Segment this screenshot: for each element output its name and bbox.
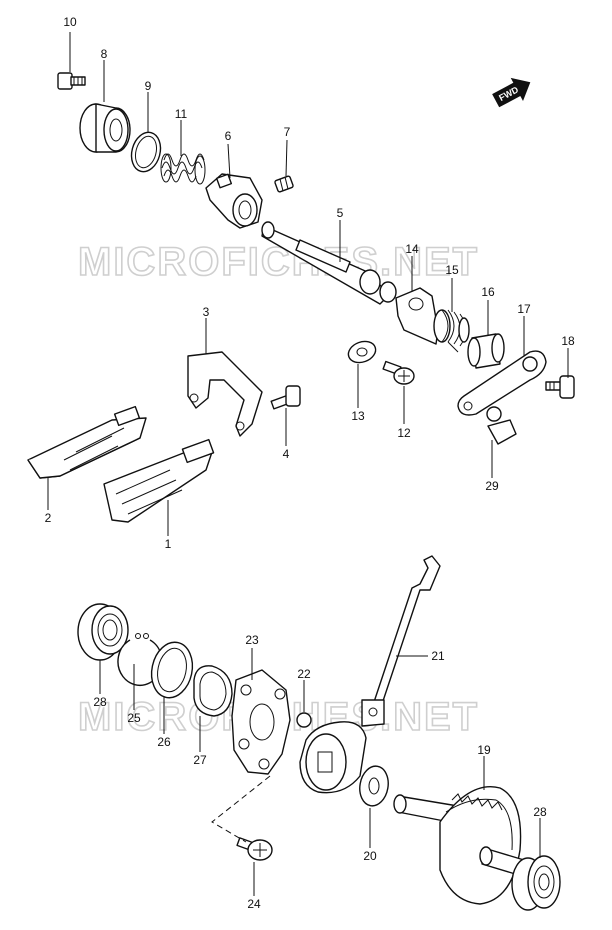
callout-3: 3: [203, 305, 210, 319]
callout-22: 22: [297, 667, 311, 681]
callout-19: 19: [477, 743, 491, 757]
callout-28-left: 28: [93, 695, 107, 709]
callout-25: 25: [127, 711, 141, 725]
callout-8: 8: [101, 47, 108, 61]
callout-24: 24: [247, 897, 261, 911]
part-20-washer: [359, 765, 389, 807]
part-16-collar: [467, 333, 505, 369]
part-22-ball: [296, 712, 312, 728]
part-26-seal: [150, 641, 194, 699]
part-28-bearing-right: [511, 855, 561, 911]
part-17-link-arm: [457, 350, 547, 416]
part-2-cover: [27, 405, 147, 479]
part-5-shaft: [261, 221, 397, 305]
part-15-spring: [433, 309, 470, 353]
callout-29: 29: [485, 479, 499, 493]
part-8-bushing: [79, 103, 131, 153]
callout-7: 7: [284, 125, 291, 139]
part-11-spring: [160, 153, 206, 185]
callout-28-right: 28: [533, 805, 547, 819]
part-4-bolt: [270, 385, 301, 410]
part-21-lever-rod: [361, 555, 441, 727]
callout-14: 14: [405, 242, 419, 256]
callout-18: 18: [561, 334, 575, 348]
callout-2: 2: [45, 511, 52, 525]
part-28-bearing-left: [77, 603, 129, 661]
part-1-cover: [103, 438, 215, 523]
callout-13: 13: [351, 409, 365, 423]
callout-15: 15: [445, 263, 459, 277]
callout-23: 23: [245, 633, 259, 647]
lever-cam-hub: [299, 721, 367, 794]
part-12-screw: [382, 360, 415, 385]
callout-1: 1: [165, 537, 172, 551]
part-7-set-screw: [274, 175, 294, 193]
callout-10: 10: [63, 15, 77, 29]
callout-12: 12: [397, 426, 411, 440]
leader-lines: [47, 32, 569, 896]
callout-27: 27: [193, 753, 207, 767]
callout-17: 17: [517, 302, 531, 316]
part-14-plate: [395, 287, 439, 345]
callout-6: 6: [225, 129, 232, 143]
callout-26: 26: [157, 735, 171, 749]
callout-numbers: 10 8 9 11 6 7 5 14 15 16 17 18 13 12 3 4…: [45, 15, 575, 911]
callout-5: 5: [337, 206, 344, 220]
watermark-top: MICROFICHES.NET: [78, 240, 479, 284]
part-27-gasket: [193, 665, 233, 717]
callout-16: 16: [481, 285, 495, 299]
part-13-washer: [347, 340, 377, 364]
callout-4: 4: [283, 447, 290, 461]
part-9-o-ring: [130, 131, 162, 173]
forward-direction-badge: FWD: [492, 77, 531, 108]
part-18-bolt: [545, 375, 575, 399]
part-24-screw: [236, 837, 273, 861]
part-6-lever: [205, 173, 263, 229]
part-19-gear-shaft: [393, 786, 525, 905]
alignment-dash-line: [211, 775, 271, 843]
part-10-bolt: [57, 72, 86, 90]
part-23-cover-plate: [231, 669, 291, 775]
callout-9: 9: [145, 79, 152, 93]
callout-20: 20: [363, 849, 377, 863]
callout-11: 11: [175, 107, 188, 121]
part-29-clip: [486, 406, 517, 445]
callout-21: 21: [431, 649, 445, 663]
part-3-bracket: [187, 351, 263, 437]
